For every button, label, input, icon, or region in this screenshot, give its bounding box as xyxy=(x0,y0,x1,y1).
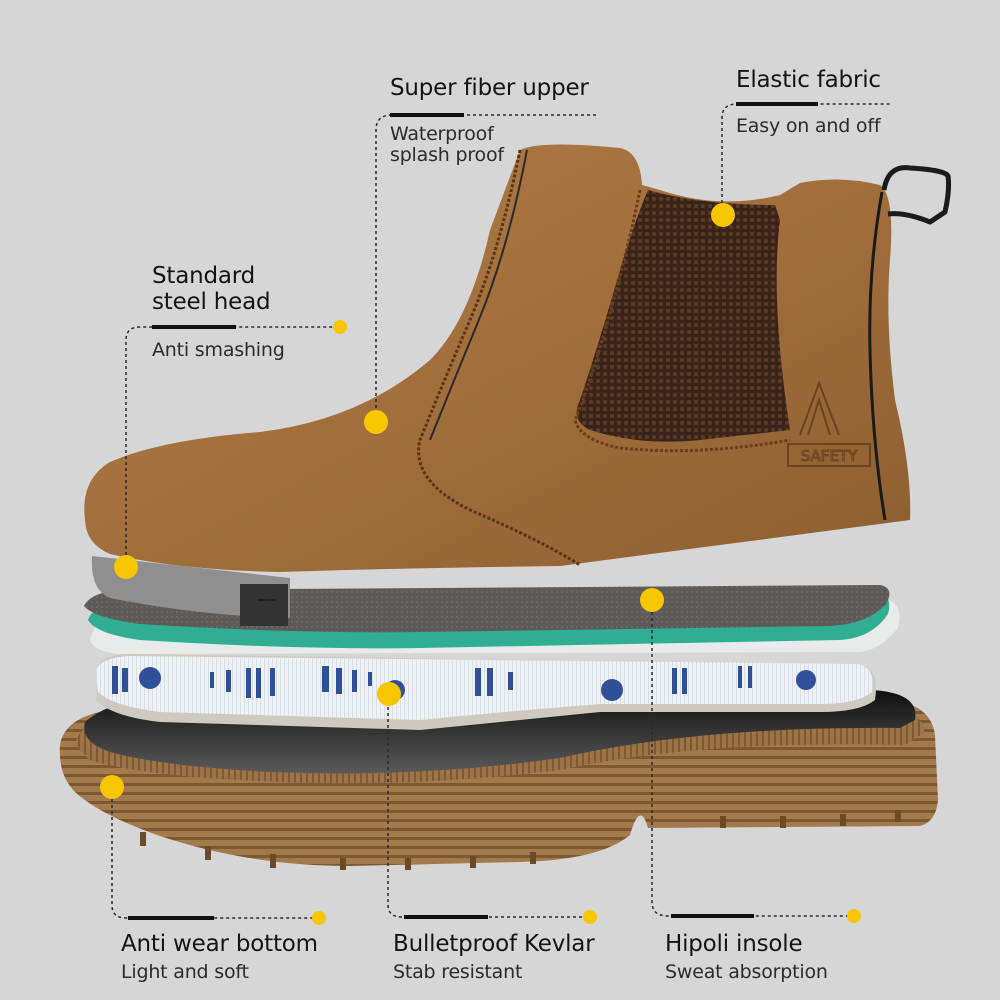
callout-kevlar: Bulletproof Kevlar Stab resistant xyxy=(393,931,595,983)
callout-steel-head-sub: Anti smashing xyxy=(152,339,285,361)
kevlar-layer xyxy=(96,654,876,730)
callout-title: steel head xyxy=(152,288,271,315)
callout-subtitle: Waterproof xyxy=(390,123,494,145)
dot-kevlar[interactable] xyxy=(377,682,401,706)
callout-title: Bulletproof Kevlar xyxy=(393,931,595,957)
steel-toe-cap xyxy=(91,556,291,626)
dot-elastic[interactable] xyxy=(711,203,735,227)
triangle-a-icon xyxy=(799,380,840,436)
callout-subtitle: Stab resistant xyxy=(393,960,523,983)
callout-title: Super fiber upper xyxy=(390,75,589,101)
dot-hipoli[interactable] xyxy=(640,588,664,612)
callout-subtitle: Sweat absorption xyxy=(665,960,828,983)
callout-subtitle: Anti smashing xyxy=(152,339,285,361)
callout-title: Standard xyxy=(152,263,256,289)
callout-elastic-sub: Easy on and off xyxy=(736,115,881,137)
callout-subtitle: splash proof xyxy=(390,144,504,167)
callout-title: Anti wear bottom xyxy=(121,931,318,957)
boot-upper: SAFETY xyxy=(84,144,952,572)
callout-steel-head: Standard steel head xyxy=(152,263,271,316)
leader-solid-segments xyxy=(128,102,818,920)
callout-anti-wear: Anti wear bottom Light and soft xyxy=(121,931,318,983)
dot-steel-head[interactable] xyxy=(114,555,138,579)
dot-super-fiber[interactable] xyxy=(364,410,388,434)
callout-subtitle: Easy on and off xyxy=(736,115,881,137)
safety-logo-text: SAFETY xyxy=(801,447,858,465)
callout-elastic: Elastic fabric xyxy=(736,67,881,94)
callout-super-fiber-sub: Waterproof splash proof xyxy=(390,123,504,167)
safety-logo-box xyxy=(787,443,871,467)
callout-hipoli: Hipoli insole Sweat absorption xyxy=(665,931,828,983)
dot-anti-wear[interactable] xyxy=(100,775,124,799)
callout-title: Hipoli insole xyxy=(665,931,803,957)
callout-super-fiber: Super fiber upper xyxy=(390,75,589,102)
callout-subtitle: Light and soft xyxy=(121,960,249,983)
callout-dots xyxy=(100,203,861,925)
callout-title: Elastic fabric xyxy=(736,67,881,93)
